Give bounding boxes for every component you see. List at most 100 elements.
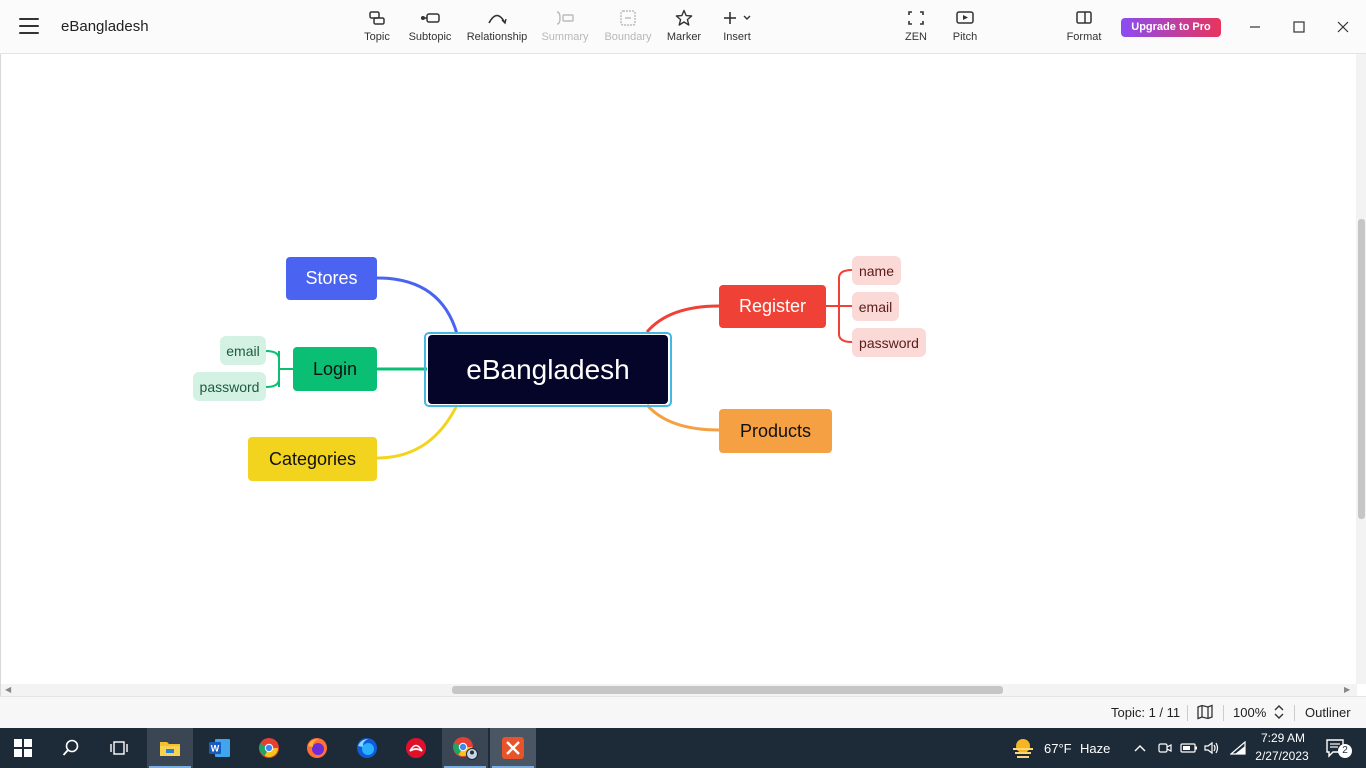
subtopic-register-email[interactable]: email [852,292,899,321]
weather-temp[interactable]: 67°F [1044,741,1072,756]
divider [1294,705,1295,721]
windows-taskbar: W 67°F Haze [0,728,1366,768]
title-toolbar: eBangladesh Topic Subtopic Relationship … [0,0,1366,54]
word-icon[interactable]: W [197,728,243,768]
vertical-scroll-thumb[interactable] [1358,219,1365,519]
plus-icon [722,8,752,28]
branch-connectors [265,269,853,460]
firefox-dev-icon[interactable] [344,728,390,768]
register-children-connector [826,269,853,343]
battery-icon[interactable] [1178,728,1200,768]
notification-count-badge: 2 [1338,744,1352,758]
boundary-label: Boundary [604,31,652,43]
firefox-icon[interactable] [294,728,340,768]
topic-register[interactable]: Register [719,285,826,328]
zen-label: ZEN [905,31,927,43]
file-explorer-icon[interactable] [147,728,193,768]
mindmap-canvas[interactable]: eBangladesh Stores Login Categories Regi… [0,54,1366,696]
maximize-icon [1293,21,1305,33]
svg-text:W: W [211,744,220,754]
upgrade-to-pro-button[interactable]: Upgrade to Pro [1121,18,1221,37]
subtopic-login-email[interactable]: email [220,336,266,365]
subtopic-button[interactable]: Subtopic [406,8,454,48]
pitch-button[interactable]: Pitch [948,8,982,48]
minimize-icon [1250,26,1260,28]
vertical-scrollbar[interactable] [1356,54,1366,684]
zoom-stepper-icon[interactable] [1273,703,1285,724]
relationship-icon [487,8,507,28]
star-icon [675,8,693,28]
search-icon[interactable] [48,728,94,768]
clock-date[interactable]: 2/27/2023 [1255,749,1309,763]
summary-button[interactable]: Summary [540,8,590,48]
topic-stores[interactable]: Stores [286,257,377,300]
topic-products[interactable]: Products [719,409,832,453]
topic-count: Topic: 1 / 11 [1111,705,1181,720]
close-icon [1337,21,1349,33]
subtopic-register-name[interactable]: name [852,256,901,285]
panel-icon [1075,8,1093,28]
play-icon [955,8,975,28]
categories-connector [376,404,459,460]
central-topic[interactable]: eBangladesh [428,335,668,404]
subtopic-label: Subtopic [408,31,452,43]
weather-haze-icon[interactable] [1008,728,1038,768]
menu-icon[interactable] [19,18,39,36]
subtopic-icon [420,8,440,28]
marker-label: Marker [666,31,702,43]
topic-label: Topic [364,31,390,43]
notification-icon[interactable]: 2 [1316,728,1356,768]
maximize-button[interactable] [1286,14,1312,40]
scroll-right-icon[interactable]: ▶ [1344,685,1351,694]
meet-now-icon[interactable] [1155,728,1175,768]
topic-icon [368,8,386,28]
topic-login[interactable]: Login [293,347,377,391]
chrome-profile-icon[interactable] [442,728,488,768]
minimize-button[interactable] [1242,14,1268,40]
register-connector [645,304,720,333]
outliner-button[interactable]: Outliner [1305,705,1351,720]
wifi-icon[interactable] [1228,728,1248,768]
topic-categories[interactable]: Categories [248,437,377,481]
windows-start-icon[interactable] [0,728,46,768]
document-title: eBangladesh [61,18,149,35]
subtopic-register-password[interactable]: password [852,328,926,357]
map-view-icon[interactable] [1197,704,1213,723]
relationship-label: Relationship [466,31,528,43]
close-button[interactable] [1330,14,1356,40]
marker-button[interactable]: Marker [664,8,704,48]
products-connector [645,403,720,432]
relationship-button[interactable]: Relationship [466,8,528,48]
insert-button[interactable]: Insert [718,8,756,48]
xmind-icon[interactable] [490,728,536,768]
summary-icon [555,8,575,28]
task-view-icon[interactable] [96,728,142,768]
central-topic-selection [424,332,672,407]
chrome-icon[interactable] [246,728,292,768]
format-button[interactable]: Format [1064,8,1104,48]
zen-button[interactable]: ZEN [902,8,930,48]
boundary-icon [619,8,637,28]
acrobat-icon[interactable] [393,728,439,768]
divider [1187,705,1188,721]
scroll-left-icon[interactable]: ◀ [5,685,12,694]
subtopic-login-password[interactable]: password [193,372,266,401]
chevron-up-icon[interactable] [1130,728,1150,768]
divider [1223,705,1224,721]
clock-time[interactable]: 7:29 AM [1260,731,1306,745]
horizontal-scrollbar[interactable]: ◀ ▶ [1,684,1357,696]
zoom-level[interactable]: 100% [1233,705,1267,720]
volume-icon[interactable] [1202,728,1222,768]
weather-text[interactable]: Haze [1080,741,1111,756]
stores-connector [376,276,459,335]
fullscreen-icon [907,8,925,28]
topic-button[interactable]: Topic [360,8,394,48]
login-children-connector [265,350,293,388]
status-bar: Topic: 1 / 11 100% Outliner [0,696,1366,728]
summary-label: Summary [541,31,589,43]
format-label: Format [1066,31,1102,43]
boundary-button[interactable]: Boundary [602,8,654,48]
pitch-label: Pitch [952,31,978,43]
insert-label: Insert [723,31,751,43]
horizontal-scroll-thumb[interactable] [452,686,1003,694]
